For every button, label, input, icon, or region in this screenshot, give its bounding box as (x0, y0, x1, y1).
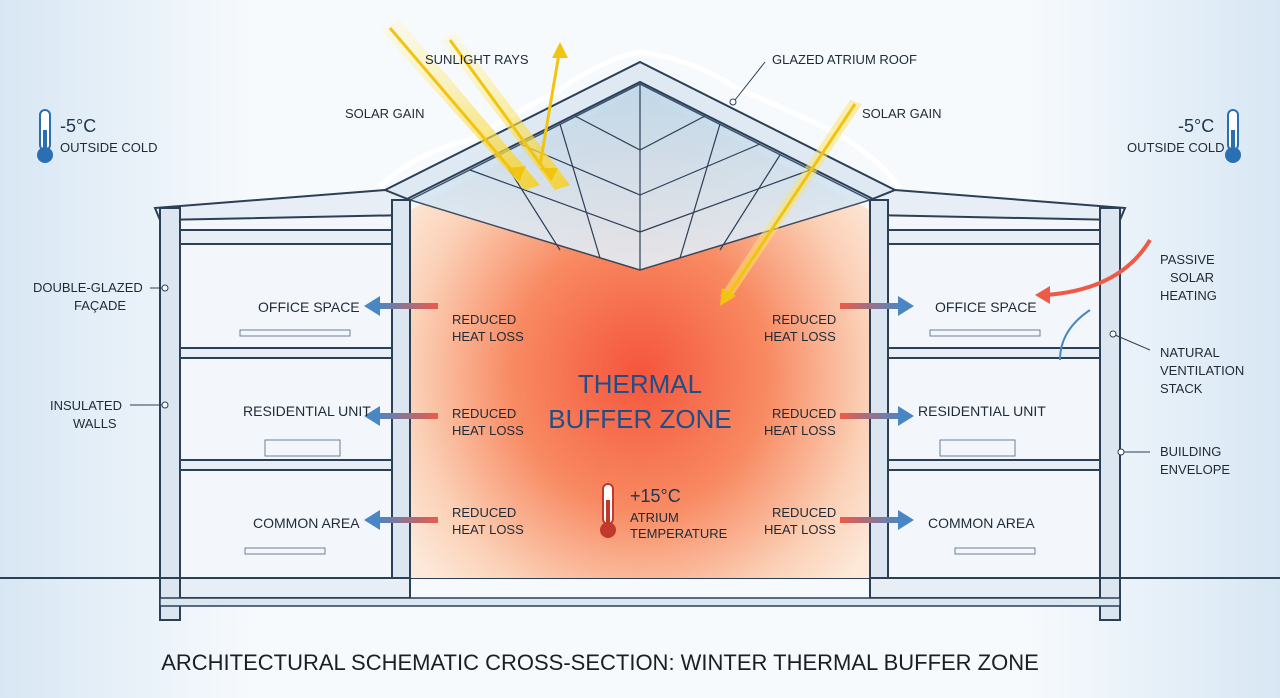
callout-insulated-2: WALLS (73, 416, 117, 431)
callout-envelope-1: BUILDING (1160, 444, 1221, 459)
atrium-temp: +15°C (630, 486, 681, 506)
room-office-left: OFFICE SPACE (258, 299, 360, 315)
atrium-label-1: ATRIUM (630, 510, 679, 525)
callout-ventilation-1: NATURAL (1160, 345, 1220, 360)
thermometer-icon-left (37, 109, 53, 163)
callout-passive-2: SOLAR (1170, 270, 1214, 285)
heat-loss-label: HEAT LOSS (764, 522, 836, 537)
outside-temp-left: -5°C (60, 116, 96, 136)
center-title-line1: THERMAL (578, 369, 702, 399)
room-residential-right: RESIDENTIAL UNIT (918, 403, 1046, 419)
heat-loss-label: REDUCED (452, 406, 516, 421)
callout-double-glazed-1: DOUBLE-GLAZED (33, 280, 143, 295)
room-common-right: COMMON AREA (928, 515, 1035, 531)
callout-passive-3: HEATING (1160, 288, 1217, 303)
diagram-caption: ARCHITECTURAL SCHEMATIC CROSS-SECTION: W… (161, 650, 1039, 675)
solar-gain-left-label: SOLAR GAIN (345, 106, 424, 121)
right-wing (869, 188, 1127, 621)
heat-loss-label: HEAT LOSS (764, 423, 836, 438)
heat-loss-label: HEAT LOSS (452, 329, 524, 344)
heat-loss-label: REDUCED (772, 406, 836, 421)
heat-loss-label: HEAT LOSS (452, 423, 524, 438)
callout-envelope-2: ENVELOPE (1160, 462, 1230, 477)
callout-passive-1: PASSIVE (1160, 252, 1215, 267)
heat-loss-label: HEAT LOSS (764, 329, 836, 344)
callout-insulated-1: INSULATED (50, 398, 122, 413)
passive-solar-arrowhead (1035, 286, 1050, 304)
heat-loss-label: REDUCED (772, 312, 836, 327)
room-office-right: OFFICE SPACE (935, 299, 1037, 315)
glazed-roof-label: GLAZED ATRIUM ROOF (772, 52, 917, 67)
outside-label-left: OUTSIDE COLD (60, 140, 158, 155)
sunlight-rays (380, 20, 862, 306)
foundation (159, 597, 1121, 607)
sunlight-rays-label: SUNLIGHT RAYS (425, 52, 529, 67)
thermometer-icon-atrium (600, 483, 616, 538)
thermometer-icon-right (1225, 109, 1241, 163)
center-title-line2: BUFFER ZONE (548, 404, 731, 434)
heat-loss-label: REDUCED (772, 505, 836, 520)
passive-solar-arrow (1044, 238, 1152, 297)
heat-loss-label: REDUCED (452, 312, 516, 327)
room-residential-left: RESIDENTIAL UNIT (243, 403, 371, 419)
solar-gain-right-label: SOLAR GAIN (862, 106, 941, 121)
ventilation-arrow (1059, 309, 1091, 361)
glazed-atrium-roof (378, 49, 903, 271)
heat-loss-arrows (364, 296, 914, 530)
callout-ventilation-3: STACK (1160, 381, 1203, 396)
outside-label-right: OUTSIDE COLD (1127, 140, 1225, 155)
atrium-label-2: TEMPERATURE (630, 526, 728, 541)
left-wing (153, 188, 411, 621)
callout-double-glazed-2: FAÇADE (74, 298, 126, 313)
room-common-left: COMMON AREA (253, 515, 360, 531)
callout-ventilation-2: VENTILATION (1160, 363, 1244, 378)
heat-loss-label: REDUCED (452, 505, 516, 520)
callout-lines (130, 61, 1151, 456)
outside-temp-right: -5°C (1178, 116, 1214, 136)
heat-loss-label: HEAT LOSS (452, 522, 524, 537)
